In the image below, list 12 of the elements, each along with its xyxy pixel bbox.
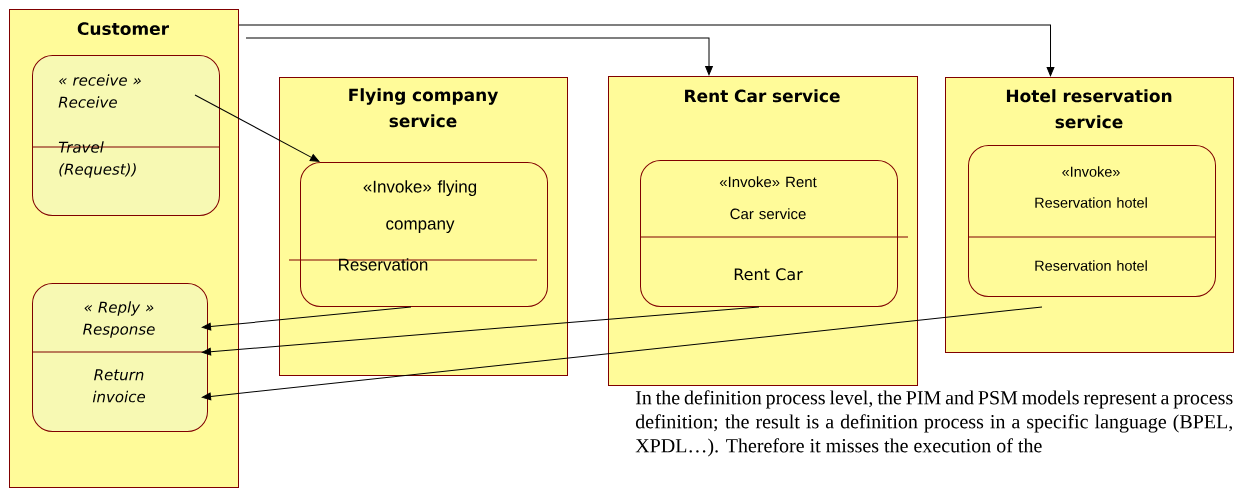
arrow — [194, 94, 320, 162]
participant-box: «Invoke» Reservation hotel Reservation hotel — [967, 145, 1216, 297]
activity-box: « Reply » Response Return invoice — [31, 283, 208, 432]
participant-box: «Invoke» Rent Car service Rent Car — [639, 160, 909, 307]
arrow — [201, 306, 760, 356]
arrow — [245, 37, 713, 76]
activity-box: « receive » Receive Travel (Request)) — [31, 55, 220, 216]
paragraph: In the definition process level, the PIM and PSM models represent a process definition; the result is a definition process in a specific language (BPEL, XPDL…). Therefore it misses the execution of the — [635, 390, 1233, 457]
arrow — [201, 306, 412, 331]
participant-box: «Invoke» flying company Reservation — [288, 162, 548, 307]
arrow — [201, 306, 1043, 401]
arrow — [238, 24, 1055, 77]
